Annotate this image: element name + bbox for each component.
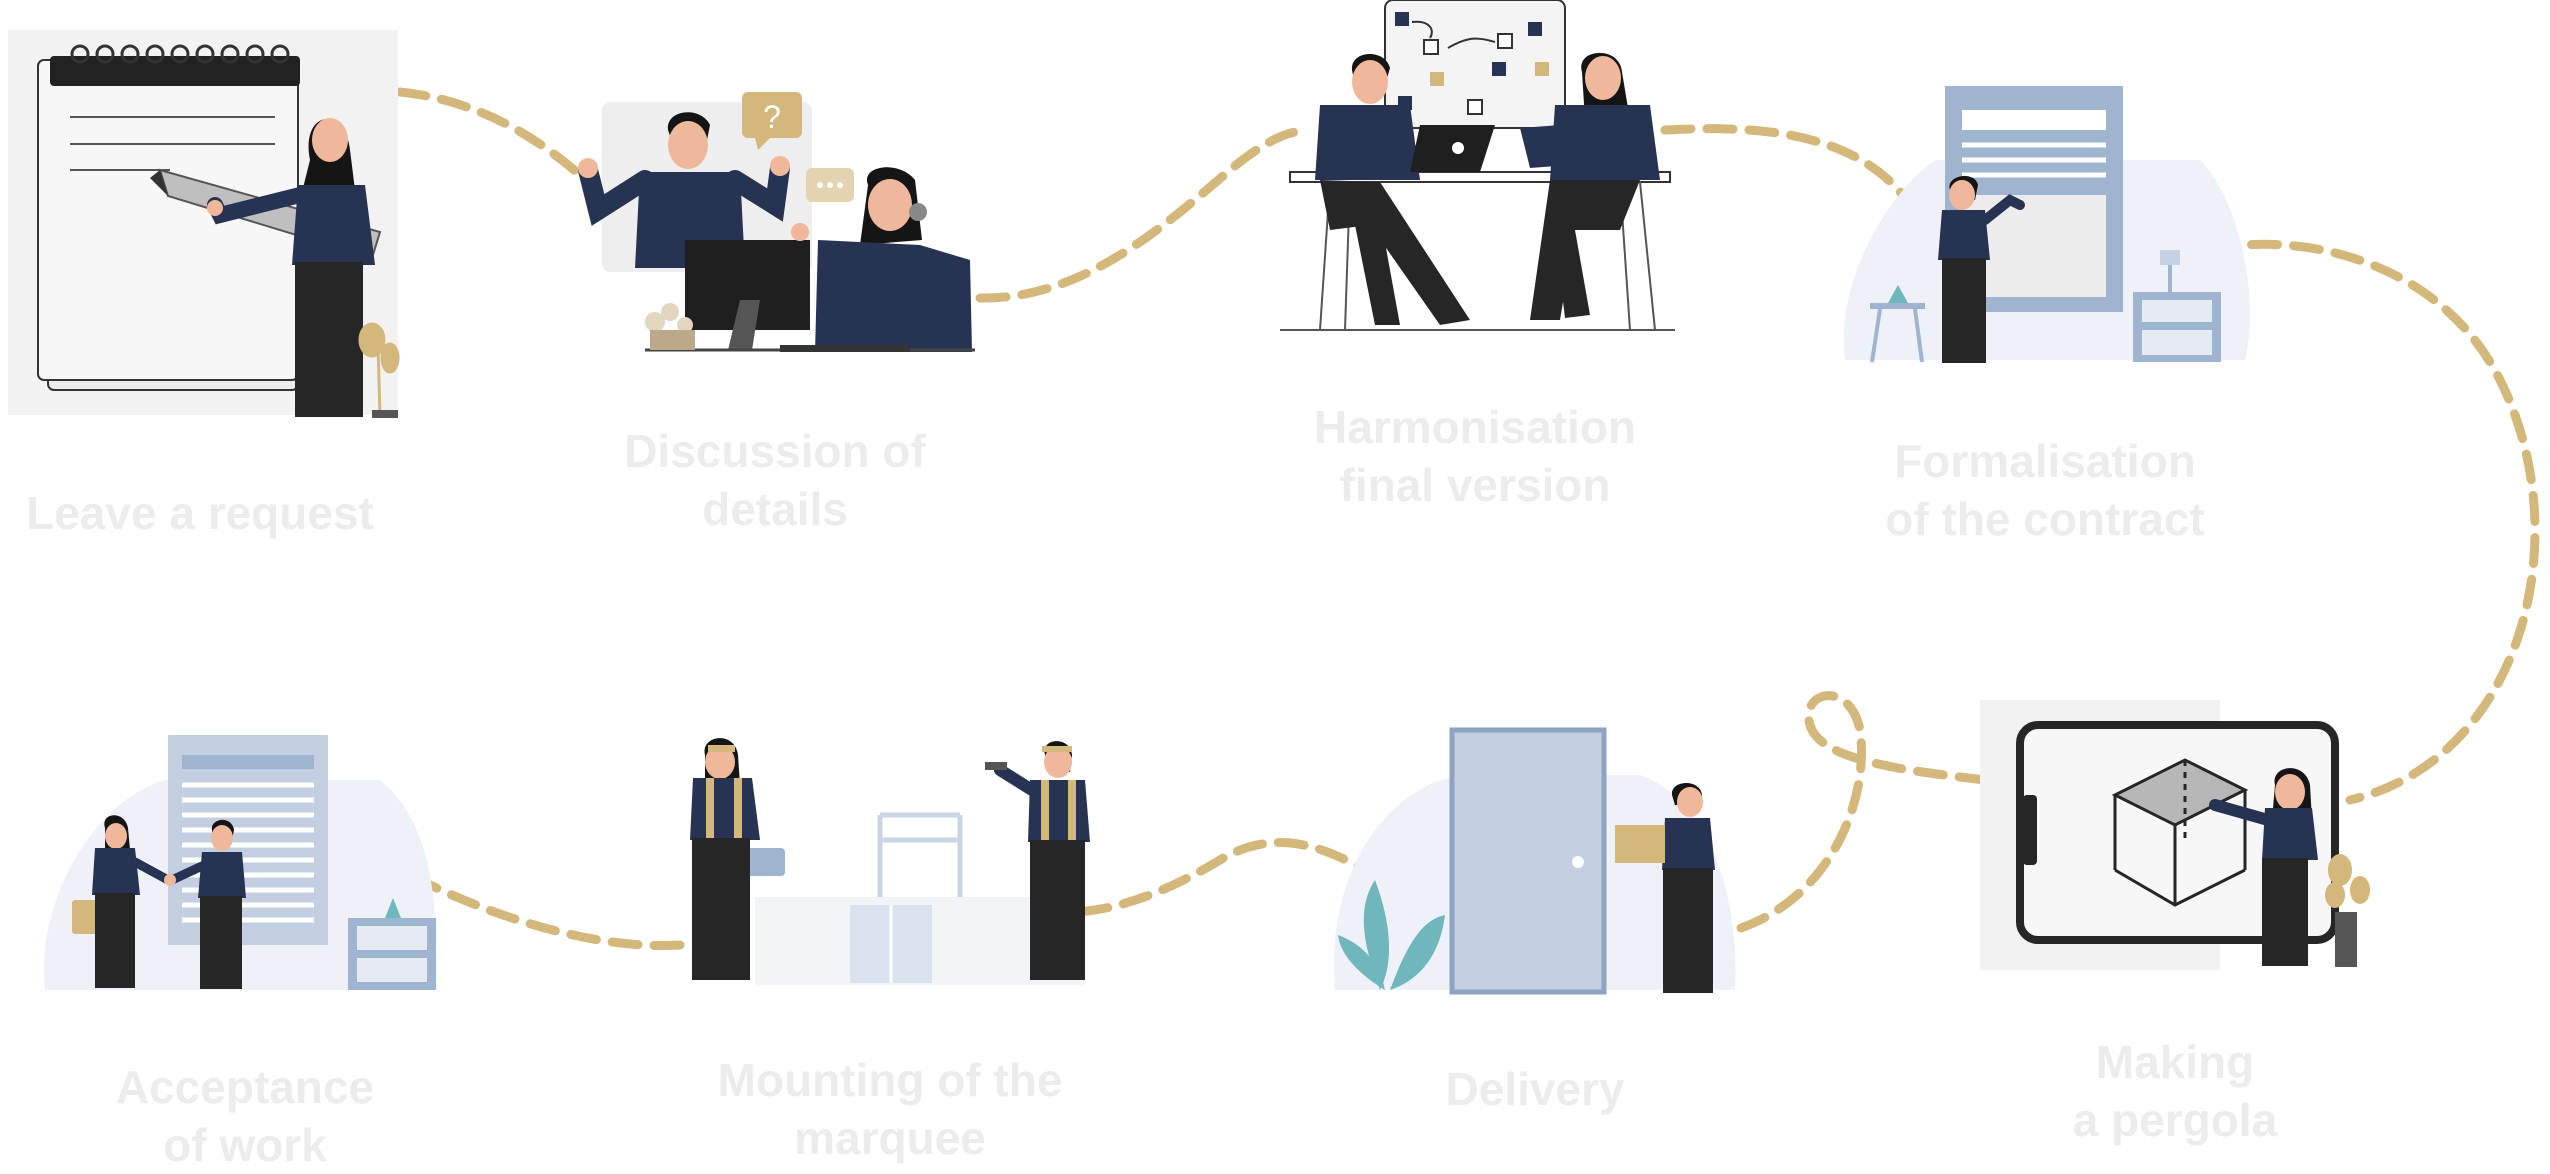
- step-label-harmonisation: Harmonisation final version: [1275, 398, 1675, 514]
- dashed-process-path: [360, 87, 2540, 951]
- step-label-line: a pergola: [2072, 1094, 2278, 1146]
- step-label-line: marquee: [794, 1112, 986, 1164]
- step-label-making-pergola: Making a pergola: [1975, 1033, 2375, 1149]
- call-center-icon: ?: [578, 92, 975, 352]
- step-label-line: Delivery: [1445, 1063, 1625, 1115]
- workers-mounting-icon: [690, 738, 1090, 985]
- step-label-line: Acceptance: [115, 1061, 375, 1113]
- door-delivery-icon: [1333, 727, 1736, 995]
- handshake-icon: [43, 735, 437, 990]
- step-label-line: Formalisation: [1894, 435, 2196, 487]
- step-label-line: final version: [1339, 459, 1611, 511]
- step-label-leave-request: Leave a request: [0, 484, 400, 542]
- step-label-line: details: [702, 483, 848, 535]
- step-label-line: of the contract: [1885, 493, 2205, 545]
- contract-document-icon: [1843, 86, 2250, 363]
- step-label-line: Discussion of: [624, 425, 926, 477]
- step-label-line: of work: [163, 1119, 327, 1171]
- step-label-line: Harmonisation: [1313, 401, 1637, 453]
- whiteboard-writing-icon: [8, 30, 400, 418]
- step-label-delivery: Delivery: [1335, 1060, 1735, 1118]
- step-label-acceptance: Acceptance of work: [45, 1058, 445, 1174]
- step-label-mounting: Mounting of the marquee: [690, 1051, 1090, 1167]
- step-label-line: Making: [2095, 1036, 2255, 1088]
- tablet-3d-model-icon: [1980, 700, 2370, 970]
- step-label-line: Leave a request: [26, 487, 374, 539]
- step-label-discussion: Discussion of details: [575, 422, 975, 538]
- step-label-line: Mounting of the: [717, 1054, 1063, 1106]
- step-label-formalisation: Formalisation of the contract: [1845, 432, 2245, 548]
- svg-text:?: ?: [763, 99, 781, 135]
- meeting-table-icon: [1280, 0, 1675, 331]
